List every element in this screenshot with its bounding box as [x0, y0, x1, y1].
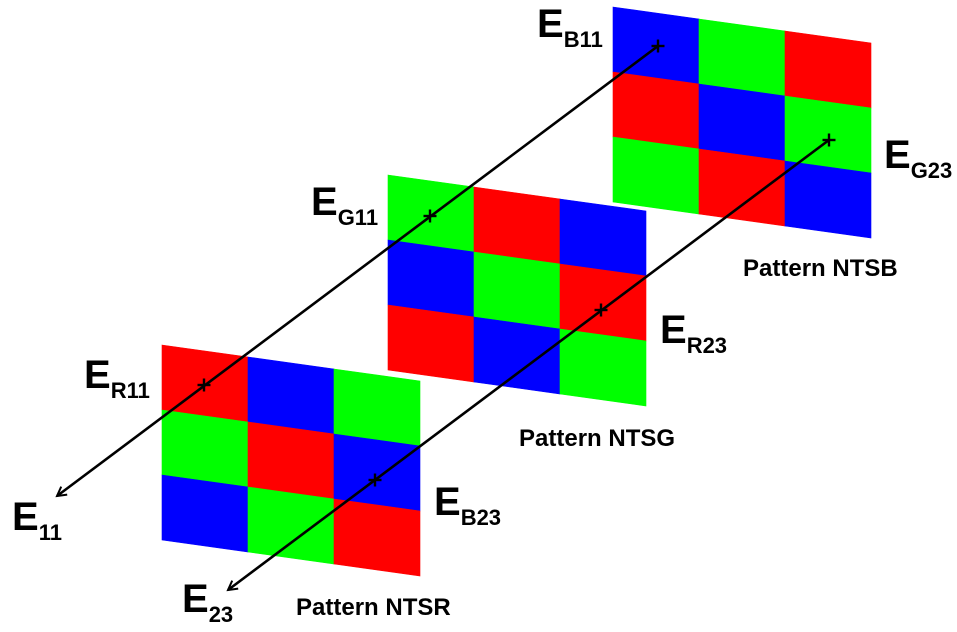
caption-pattern-ntsb: Pattern NTSB	[743, 255, 898, 282]
cell-green	[473, 251, 561, 330]
cell-blue	[161, 474, 249, 553]
cell-red	[247, 421, 335, 500]
caption-pattern-ntsg: Pattern NTSG	[519, 425, 675, 452]
cell-green	[698, 18, 786, 97]
cell-red	[333, 498, 421, 577]
cell-green	[333, 368, 421, 447]
label-e-g23: EG23	[884, 133, 952, 183]
marker-e-g11	[423, 209, 437, 223]
cell-red	[698, 148, 786, 227]
cell-red	[612, 71, 700, 150]
cell-blue	[473, 316, 561, 395]
panel-ntsr	[161, 344, 421, 577]
marker-e-b23	[368, 473, 382, 487]
label-e-r23: ER23	[660, 308, 727, 358]
cell-red	[473, 186, 561, 265]
cell-blue	[559, 198, 647, 277]
label-e-r11: ER11	[84, 353, 150, 403]
cell-red	[784, 30, 872, 109]
cell-green	[559, 328, 647, 407]
cell-red	[559, 263, 647, 342]
label-e-b23: EB23	[434, 480, 501, 530]
cell-blue	[387, 239, 475, 318]
panel-ntsg	[387, 174, 647, 407]
cell-blue	[784, 160, 872, 239]
cell-red	[387, 304, 475, 383]
marker-e-r11	[197, 378, 211, 392]
marker-e-r23	[594, 303, 608, 317]
label-e-23: E23	[182, 577, 233, 627]
cell-blue	[698, 83, 786, 162]
sample-markers	[197, 39, 836, 487]
ray-e23	[228, 138, 830, 590]
caption-pattern-ntsr: Pattern NTSR	[296, 594, 451, 621]
marker-e-b11	[651, 39, 665, 53]
marker-e-g23	[822, 133, 836, 147]
cell-blue	[247, 356, 335, 435]
cell-green	[247, 486, 335, 565]
ray-e11	[57, 44, 659, 496]
panel-ntsb	[612, 6, 872, 239]
label-e-11: E11	[12, 495, 62, 545]
cell-green	[161, 409, 249, 488]
label-e-g11: EG11	[311, 180, 378, 230]
cell-green	[612, 136, 700, 215]
label-e-b11: EB11	[537, 2, 603, 52]
